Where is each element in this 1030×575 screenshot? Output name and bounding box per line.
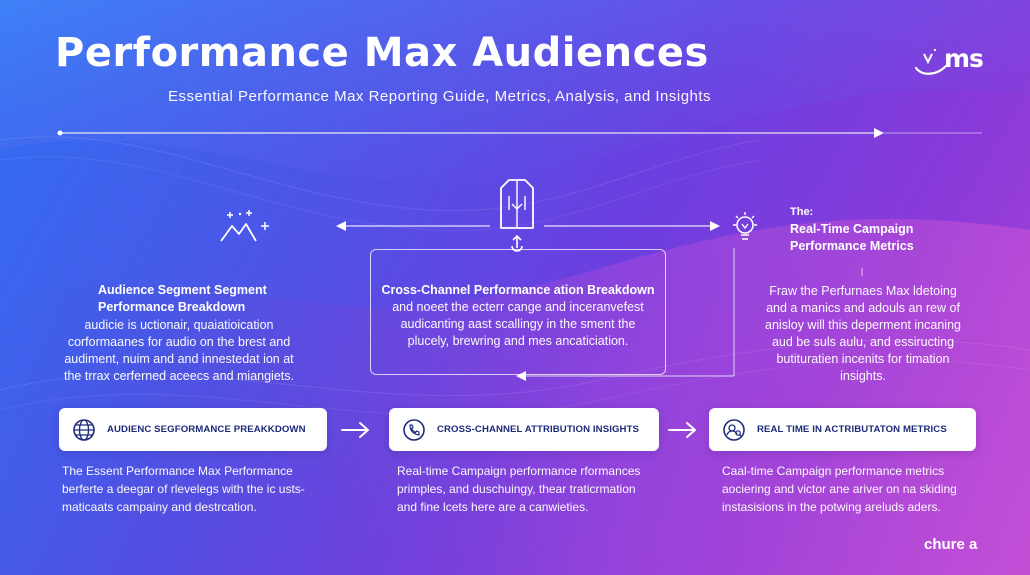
stage-label-prefix: The: — [790, 206, 814, 218]
column-body-line: audicanting aast scallingy in the sment … — [400, 317, 636, 331]
building-upload-icon — [500, 179, 534, 252]
description-line: The Essent Performance Max Performance — [62, 464, 293, 478]
column-body-line: butituratien incenits for timation — [776, 352, 950, 366]
column-body-audience: audicie is uctionair, quaiatioication co… — [48, 317, 310, 385]
page-subtitle: Essential Performance Max Reporting Guid… — [168, 88, 712, 105]
phone-icon — [403, 418, 425, 441]
arrow-right-icon — [668, 422, 696, 438]
pill-label: AUDIENC SEGFORMANCE PREAKKDOWN — [107, 424, 306, 435]
logo-text: ms — [944, 44, 984, 73]
brand-logo: ms — [914, 44, 994, 78]
description-cross-channel: Real-time Campaign performance rformance… — [397, 462, 667, 516]
column-body-line: audiment, nuim and and innestedat ion at — [64, 352, 294, 366]
column-body-line: aud be suls aulu, and essiructing — [771, 335, 955, 349]
pill-audience-segment[interactable]: AUDIENC SEGFORMANCE PREAKKDOWN — [59, 408, 327, 451]
description-line: aociering and victor ane ariver on na sk… — [722, 482, 957, 496]
column-body-line: insights. — [840, 369, 886, 383]
globe-icon — [73, 418, 95, 441]
description-line: Real-time Campaign performance rformance… — [397, 464, 641, 478]
column-body-line: plucely, brewring and mes ancaticiation. — [407, 334, 629, 348]
column-body-line: the trrax cerferned aceecs and miangiets… — [64, 369, 294, 383]
description-line: primples, and duschuingy, thear traticrm… — [397, 482, 636, 496]
description-line: Caal-time Campaign performance metrics — [722, 464, 945, 478]
lightbulb-gear-icon — [733, 212, 757, 240]
mountain-sparkle-icon — [220, 210, 269, 242]
column-body-cross-channel: and noeet the ecterr cange and inceranve… — [372, 299, 664, 350]
description-line: maticaats campainy and destrcation. — [62, 500, 257, 514]
pill-label: CROSS-CHANNEL ATTRIBUTION INSIGHTS — [437, 424, 640, 435]
description-line: berferte a deegar of rlevelegs with the … — [62, 482, 305, 496]
column-title-line2: Performance Breakdown — [98, 300, 246, 314]
cross-channel-box — [370, 249, 666, 375]
column-body-line: and noeet the ecterr cange and inceranve… — [392, 300, 644, 314]
column-body-line: Fraw the Perfurnaes Max ldetoing — [769, 284, 957, 298]
column-body-line: anisloy will this deperment incaning — [765, 318, 961, 332]
pill-realtime[interactable]: REAL TIME IN ACTRIBUTATON METRICS — [709, 408, 976, 451]
column-body-line: corformaanes for audio on the brest and — [67, 335, 291, 349]
column-body-realtime: Fraw the Perfurnaes Max ldetoing and a m… — [738, 283, 988, 385]
column-body-line: and a manics and adouls an rew of — [766, 301, 960, 315]
description-line: instasisions in the potwing areluds ader… — [722, 500, 941, 514]
description-line: and fine lcets here are a canwieties. — [397, 500, 589, 514]
column-title-cross-channel: Cross-Channel Performance ation Breakdow… — [372, 282, 664, 299]
column-title-line1: Cross-Channel Performance ation Breakdow… — [381, 283, 655, 297]
column-title-audience: Audience Segment Segment Performance Bre… — [60, 282, 300, 316]
description-audience: The Essent Performance Max Performance b… — [62, 462, 332, 516]
user-search-icon — [723, 418, 745, 441]
pill-label: REAL TIME IN ACTRIBUTATON METRICS — [757, 424, 947, 435]
column-title-line1: Audience Segment Segment — [98, 283, 267, 297]
column-body-line: audicie is uctionair, quaiatioication — [84, 318, 274, 332]
pill-cross-channel[interactable]: CROSS-CHANNEL ATTRIBUTION INSIGHTS — [389, 408, 659, 451]
stage-label-line1: Real-Time Campaign — [790, 222, 914, 236]
arrow-right-icon — [341, 422, 369, 438]
description-realtime: Caal-time Campaign performance metrics a… — [722, 462, 992, 516]
page-title: Performance Max Audiences — [55, 30, 709, 76]
footer-brand: chure a — [924, 536, 978, 553]
logo-swoosh-icon — [914, 49, 948, 75]
stage-label-line2: Performance Metrics — [790, 239, 914, 253]
stage-label-realtime: The: Real-Time Campaign Performance Metr… — [790, 204, 914, 255]
